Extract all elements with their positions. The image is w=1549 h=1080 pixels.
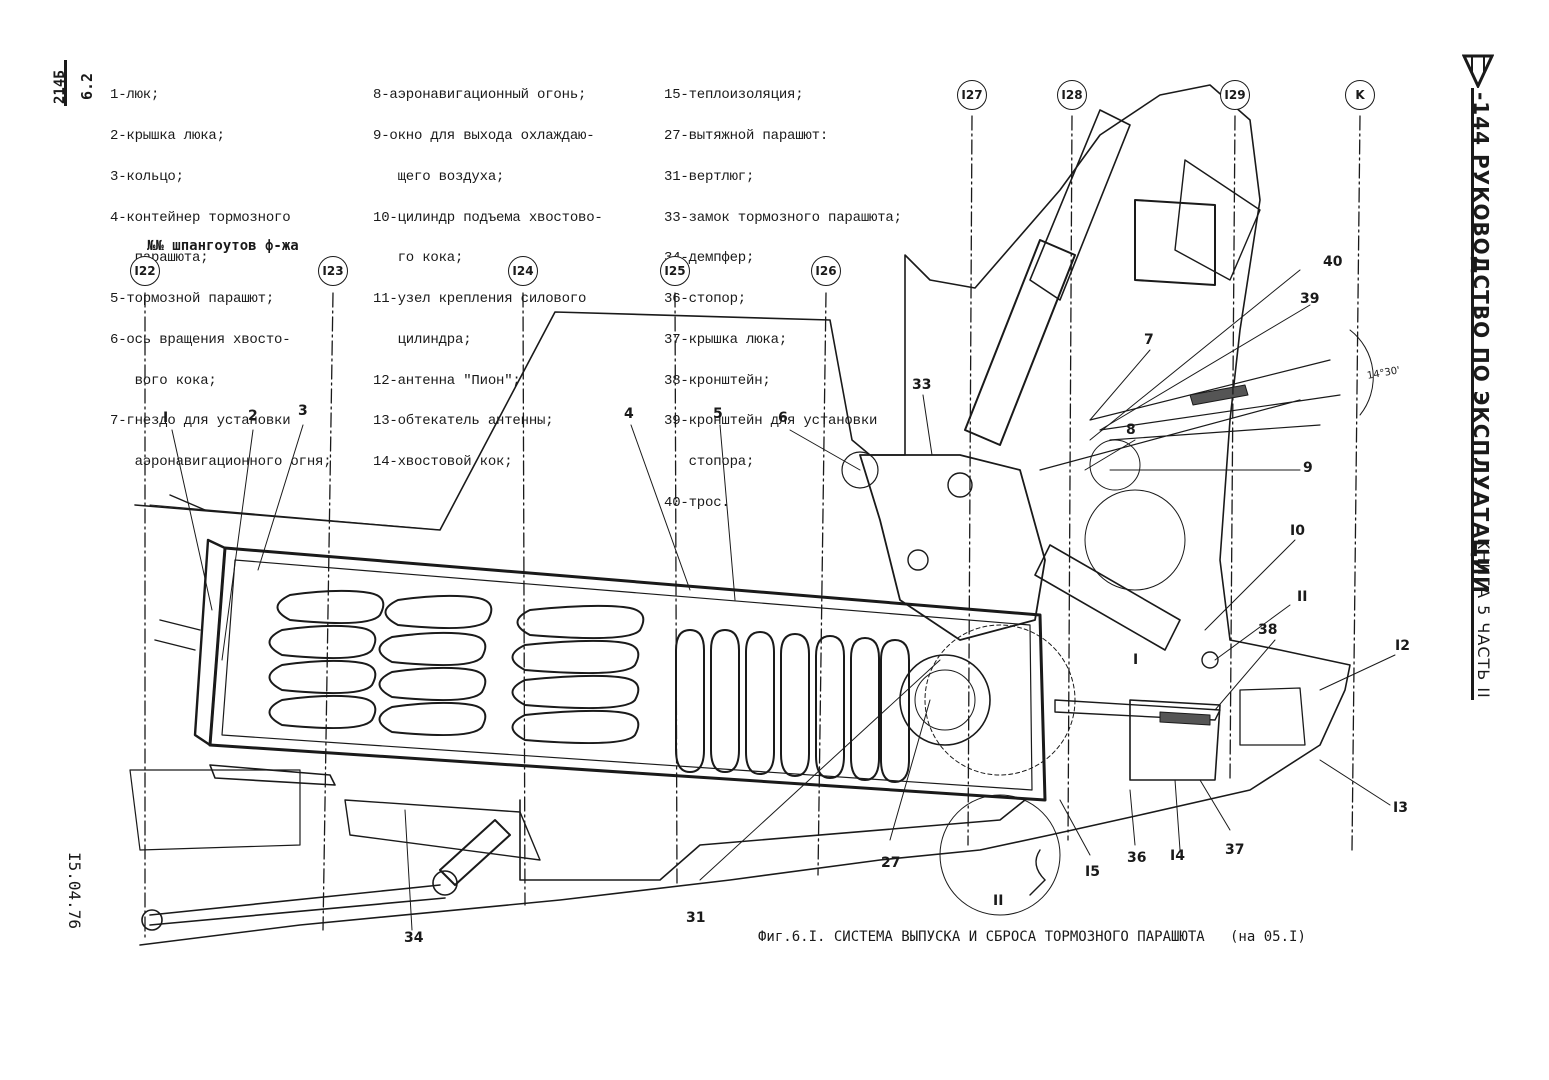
legend-item: 36-стопор;	[664, 291, 747, 308]
frame-marker: I22	[130, 256, 160, 286]
legend-item: 7-гнездо для установки	[110, 413, 291, 430]
legend-item: 13-обтекатель антенны;	[373, 413, 554, 430]
frame-marker: I25	[660, 256, 690, 286]
legend-item: стопора;	[664, 454, 755, 471]
legend-item: 12-антенна "Пион";	[373, 372, 521, 389]
callout: 27	[881, 855, 901, 871]
legend-item: 38-кронштейн;	[664, 372, 771, 389]
legend-item: 37-крышка люка;	[664, 331, 788, 348]
legend-column-2: 8-аэронавигационный огонь; 9-окно для вы…	[373, 62, 603, 483]
side-header-book: КНИГА 5 ЧАСТЬ II	[1474, 538, 1493, 699]
callout: 7	[1144, 332, 1154, 348]
callout: 37	[1225, 842, 1245, 858]
frame-marker: I26	[811, 256, 841, 286]
legend-item: 33-замок тормозного парашюта;	[664, 209, 902, 226]
frame-marker: K	[1345, 80, 1375, 110]
legend-item: 1-люк;	[110, 87, 160, 104]
callout: I5	[1085, 864, 1100, 880]
frames-caption: №№ шпангоутов ф-жа	[147, 238, 299, 254]
legend-item: 31-вертлюг;	[664, 168, 755, 185]
legend-item: 9-окно для выхода охлаждаю-	[373, 127, 595, 144]
callout: 33	[912, 377, 932, 393]
frame-marker: I28	[1057, 80, 1087, 110]
callout: 9	[1303, 460, 1313, 476]
callout: 8	[1126, 422, 1136, 438]
legend-item: 39-кронштейн для установки	[664, 413, 878, 430]
legend-item: 27-вытяжной парашют:	[664, 127, 829, 144]
logo-mark	[1461, 52, 1495, 90]
tu-logo-icon	[1461, 54, 1495, 90]
legend-item: 15-теплоизоляция;	[664, 87, 804, 104]
callout: I2	[1395, 638, 1410, 654]
callout: I	[163, 410, 169, 426]
legend-item: 6-ось вращения хвосто-	[110, 331, 291, 348]
callout: 6	[778, 410, 788, 426]
callout: 39	[1300, 291, 1320, 307]
frame-marker: I27	[957, 80, 987, 110]
callout: I	[1133, 652, 1139, 668]
callout: 34	[404, 930, 424, 946]
doc-code-divider	[64, 60, 67, 106]
legend-item: 5-тормозной парашют;	[110, 291, 275, 308]
legend-item: 11-узел крепления силового	[373, 291, 587, 308]
callout: II	[993, 893, 1004, 909]
legend-item: 3-кольцо;	[110, 168, 184, 185]
callout: I4	[1170, 848, 1185, 864]
legend-item: вого кока;	[110, 372, 217, 389]
legend-item: 10-цилиндр подъема хвостово-	[373, 209, 603, 226]
legend-item: 14-хвостовой кок;	[373, 454, 513, 471]
callout: 5	[713, 406, 723, 422]
legend-item: 2-крышка люка;	[110, 127, 225, 144]
callout: 36	[1127, 850, 1147, 866]
callout: I0	[1290, 523, 1305, 539]
legend-item: 40-трос.	[664, 495, 730, 511]
callout: 4	[624, 406, 634, 422]
callout: 40	[1323, 254, 1343, 270]
legend-item: го кока;	[373, 250, 464, 267]
side-header-rule	[1471, 88, 1474, 700]
figure-caption: Фиг.6.I. СИСТЕМА ВЫПУСКА И СБРОСА ТОРМОЗ…	[758, 929, 1306, 945]
legend-item: аэронавигационного огня;	[110, 454, 332, 471]
legend-item: 8-аэронавигационный огонь;	[373, 87, 587, 104]
legend-item: 4-контейнер тормозного	[110, 209, 291, 226]
callout: 2	[248, 408, 258, 424]
legend-column-3: 15-теплоизоляция; 27-вытяжной парашют: 3…	[664, 62, 902, 524]
callout: II	[1297, 589, 1308, 605]
callout: I3	[1393, 800, 1408, 816]
callout: 38	[1258, 622, 1278, 638]
legend-item: цилиндра;	[373, 331, 472, 348]
frame-marker: I23	[318, 256, 348, 286]
legend-item: щего воздуха;	[373, 168, 505, 185]
callout: 3	[298, 403, 308, 419]
callout: 31	[686, 910, 706, 926]
frame-marker: I29	[1220, 80, 1250, 110]
legend-column-1: 1-люк; 2-крышка люка; 3-кольцо; 4-контей…	[110, 62, 332, 483]
legend-item: 34-демпфер;	[664, 250, 755, 267]
doc-code-line1: 6.2	[78, 72, 96, 100]
frame-marker: I24	[508, 256, 538, 286]
date-stamp: I5.04.76	[65, 852, 84, 930]
